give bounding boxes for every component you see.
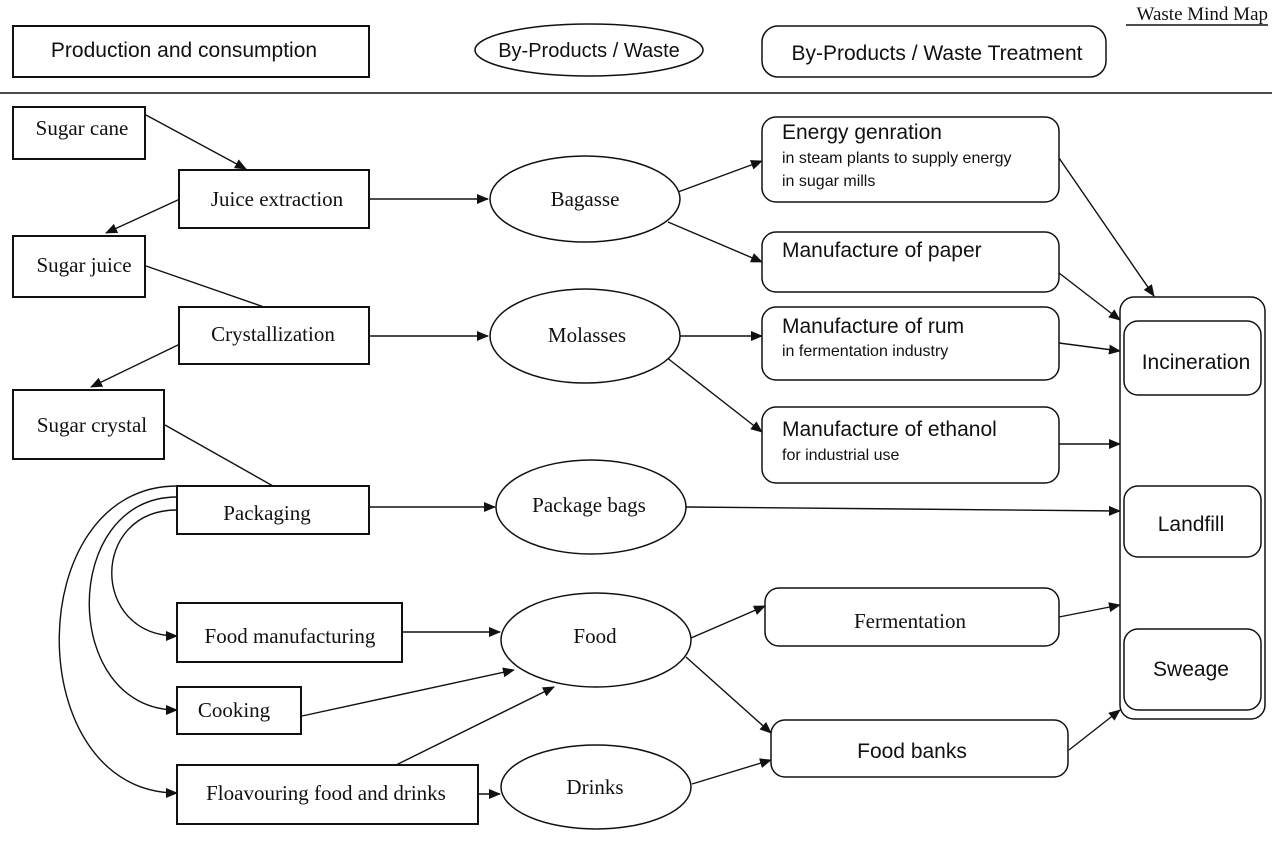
node-cooking: Cooking xyxy=(176,686,302,735)
node-food-banks-label: Food banks xyxy=(857,740,967,763)
node-sugar-cane-label: Sugar cane xyxy=(36,116,129,140)
node-ethanol-title: Manufacture of ethanol xyxy=(782,418,997,441)
node-energy-generation-sub2: in sugar mills xyxy=(782,173,875,190)
node-sugar-cane: Sugar cane xyxy=(12,106,146,160)
node-bagasse-label: Bagasse xyxy=(551,187,620,211)
node-food-label: Food xyxy=(573,624,617,648)
node-molasses: Molasses xyxy=(489,288,681,384)
node-fermentation: Fermentation xyxy=(764,587,1060,647)
node-flavouring-label: Floavouring food and drinks xyxy=(206,781,446,805)
node-paper: Manufacture of paper xyxy=(761,231,1060,293)
node-cooking-label: Cooking xyxy=(198,698,271,722)
node-fermentation-label: Fermentation xyxy=(854,609,966,633)
node-juice-extraction: Juice extraction xyxy=(178,169,370,229)
node-sweage-label: Sweage xyxy=(1153,658,1229,681)
legend-production-label: Production and consumption xyxy=(51,39,317,62)
node-packaging: Packaging xyxy=(176,485,370,535)
node-ethanol: Manufacture of ethanol for industrial us… xyxy=(761,406,1060,484)
node-rum: Manufacture of rum in fermentation indus… xyxy=(761,306,1060,381)
final-disposal-group: Incineration Landfill Sweage xyxy=(1119,296,1266,720)
legend-treatment: By-Products / Waste Treatment xyxy=(761,25,1107,78)
connectors xyxy=(58,114,1155,799)
node-packaging-label: Packaging xyxy=(223,501,311,525)
node-sugar-crystal-label: Sugar crystal xyxy=(37,413,147,437)
node-crystallization: Crystallization xyxy=(178,306,370,365)
node-energy-generation-sub1: in steam plants to supply energy xyxy=(782,150,1011,167)
node-crystallization-label: Crystallization xyxy=(211,322,335,346)
legend-byproducts: By-Products / Waste xyxy=(474,23,704,77)
node-sweage: Sweage xyxy=(1123,628,1262,711)
node-paper-label: Manufacture of paper xyxy=(782,239,982,262)
node-incineration-label: Incineration xyxy=(1142,351,1251,374)
node-juice-extraction-label: Juice extraction xyxy=(211,187,344,211)
node-food-manufacturing-label: Food manufacturing xyxy=(205,624,376,648)
node-landfill-label: Landfill xyxy=(1158,513,1225,536)
node-sugar-juice-label: Sugar juice xyxy=(36,253,131,277)
node-drinks-label: Drinks xyxy=(566,775,623,799)
diagram-title: Waste Mind Map xyxy=(1137,4,1268,25)
legend-treatment-label: By-Products / Waste Treatment xyxy=(792,42,1083,65)
node-energy-generation: Energy genration in steam plants to supp… xyxy=(761,116,1060,203)
node-drinks: Drinks xyxy=(500,744,692,830)
node-food: Food xyxy=(500,592,692,688)
node-ethanol-sub: for industrial use xyxy=(782,447,899,464)
node-sugar-crystal: Sugar crystal xyxy=(12,389,165,460)
node-rum-title: Manufacture of rum xyxy=(782,315,964,338)
node-energy-generation-title: Energy genration xyxy=(782,121,942,144)
node-rum-sub: in fermentation industry xyxy=(782,343,948,360)
node-molasses-label: Molasses xyxy=(548,323,626,347)
legend-byproducts-label: By-Products / Waste xyxy=(498,40,680,62)
node-flavouring: Floavouring food and drinks xyxy=(176,764,479,825)
node-package-bags-label: Package bags xyxy=(532,493,646,517)
node-food-manufacturing: Food manufacturing xyxy=(176,602,403,663)
node-food-banks: Food banks xyxy=(770,719,1069,778)
legend-production: Production and consumption xyxy=(12,25,370,78)
node-package-bags: Package bags xyxy=(495,459,687,555)
node-incineration: Incineration xyxy=(1123,320,1262,396)
node-bagasse: Bagasse xyxy=(489,155,681,243)
node-landfill: Landfill xyxy=(1123,485,1262,558)
node-sugar-juice: Sugar juice xyxy=(12,235,146,298)
